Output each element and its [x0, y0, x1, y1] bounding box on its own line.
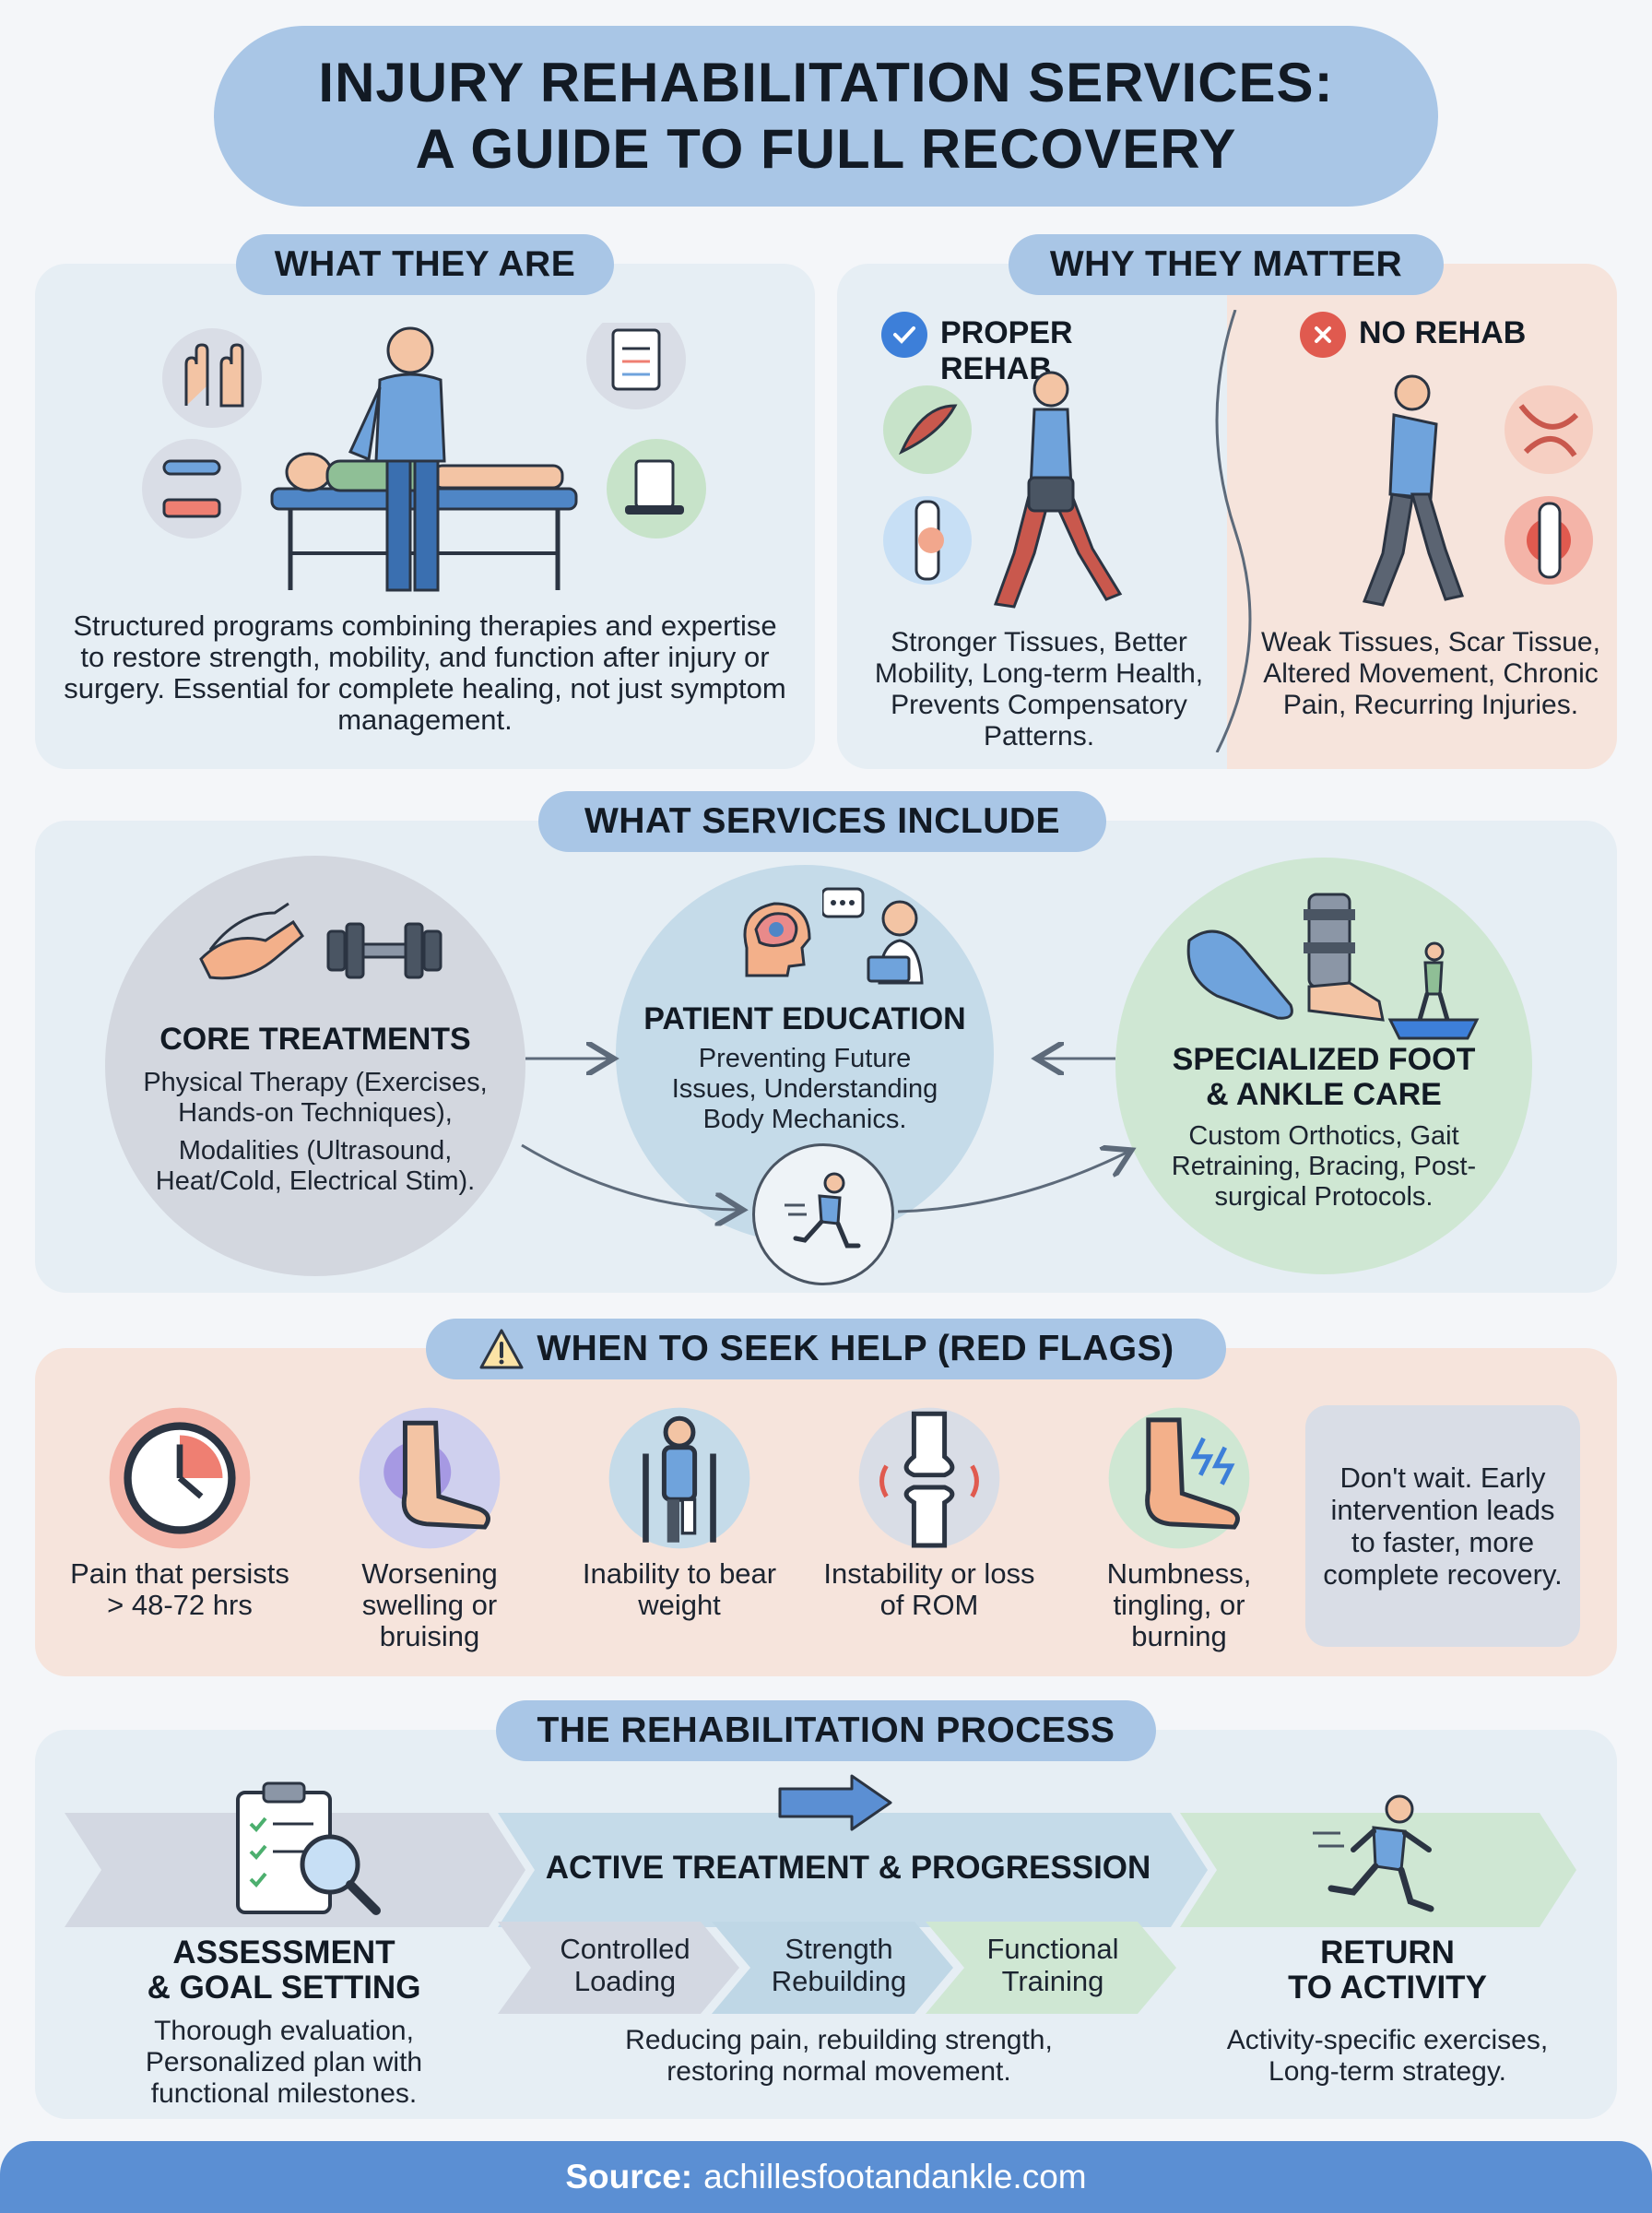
return-description: Activity-specific exercises, Long-term s… [1226, 2025, 1549, 2087]
what-they-are-heading: WHAT THEY ARE [236, 234, 614, 295]
assessment-title-line1: ASSESSMENT [172, 1935, 395, 1970]
dumbbell-icon [326, 922, 442, 979]
patient-education-description: Preventing Future Issues, Understanding … [671, 1044, 938, 1134]
healthy-walking-illustration [883, 371, 1123, 609]
bone-dumbbell-icon [142, 439, 242, 538]
assessment-description: Thorough evaluation, Personalized plan w… [145, 2016, 423, 2109]
cross-icon [1300, 312, 1346, 358]
page-title-line1: INJURY REHABILITATION SERVICES: [318, 52, 1334, 113]
red-flag-label: Inability to bear weight [582, 1557, 777, 1621]
active-substep-label: Controlled Loading [560, 1933, 690, 1997]
exercise-plan-icon [607, 439, 706, 538]
source-footer: Source: achillesfootandankle.com [0, 2141, 1652, 2213]
clock-icon [103, 1402, 256, 1555]
swollen-foot-icon [353, 1402, 506, 1555]
ankle-brace-icon [1304, 893, 1385, 1022]
red-flag-label: Pain that persists > 48-72 hrs [70, 1557, 289, 1621]
page-title-line2: A GUIDE TO FULL RECOVERY [415, 118, 1237, 180]
clipboard-magnifier-icon [236, 1781, 381, 1915]
scar-tissue-icon [1504, 385, 1593, 474]
red-flag-label: Numbness, tingling, or burning [1106, 1557, 1252, 1652]
check-icon [881, 312, 927, 358]
red-flags-heading-pill: WHEN TO SEEK HELP (RED FLAGS) [426, 1319, 1226, 1379]
crutches-icon [603, 1402, 756, 1555]
active-substep-label: Strength Rebuilding [771, 1933, 907, 1997]
early-intervention-note-box: Don't wait. Early intervention leads to … [1305, 1405, 1580, 1647]
why-they-matter-panel [837, 264, 1617, 769]
knee-joint-icon [853, 1402, 1006, 1555]
page-title: INJURY REHABILITATION SERVICES: A GUIDE … [214, 26, 1438, 207]
source-label: Source: [565, 2158, 693, 2195]
why-they-matter-heading: WHY THEY MATTER [1009, 234, 1444, 295]
no-rehab-label: NO REHAB [1359, 315, 1527, 350]
brain-head-icon [743, 902, 811, 977]
red-flag-label: Instability or loss of ROM [823, 1557, 1035, 1621]
early-intervention-note: Don't wait. Early intervention leads to … [1323, 1462, 1563, 1591]
forward-arrow-icon [778, 1774, 892, 1831]
inflamed-knee-icon [1504, 496, 1593, 585]
doctor-laptop-icon [822, 887, 924, 985]
red-flag-label: Worsening swelling or bruising [361, 1557, 498, 1652]
core-treatments-title: CORE TREATMENTS [159, 1022, 471, 1057]
no-rehab-description: Weak Tissues, Scar Tissue, Altered Movem… [1261, 627, 1600, 720]
proper-rehab-label: PROPER REHAB [940, 315, 1073, 386]
active-treatment-description: Reducing pain, rebuilding strength, rest… [625, 2025, 1053, 2087]
patient-education-title: PATIENT EDUCATION [643, 1001, 966, 1036]
tingling-foot-icon [1103, 1402, 1256, 1555]
foot-ankle-title-line2: & ANKLE CARE [1206, 1077, 1442, 1112]
active-treatment-title: ACTIVE TREATMENT & PROGRESSION [545, 1850, 1151, 1886]
therapist-treatment-illustration [142, 323, 706, 592]
healthy-knee-icon [883, 496, 972, 585]
muscle-icon [883, 385, 972, 474]
assessment-title-line2: & GOAL SETTING [147, 1970, 421, 2006]
core-treatments-line1: Physical Therapy (Exercises, Hands-on Te… [143, 1068, 488, 1128]
return-runner-icon [1313, 1794, 1434, 1912]
core-treatments-line2: Modalities (Ultrasound, Heat/Cold, Elect… [155, 1136, 476, 1196]
process-heading: THE REHABILITATION PROCESS [496, 1700, 1156, 1761]
what-they-are-description: Structured programs combining therapies … [64, 609, 786, 736]
return-title-line1: RETURN [1320, 1935, 1455, 1970]
orthotic-insole-icon [1186, 929, 1293, 1020]
active-substep-label: Functional Training [986, 1933, 1119, 1997]
services-flow-arrows [521, 1033, 1143, 1236]
massage-hands-icon [199, 902, 304, 980]
comparison-divider [1215, 310, 1252, 752]
injured-walking-illustration [1362, 374, 1593, 607]
foot-ankle-title-line1: SPECIALIZED FOOT [1172, 1042, 1476, 1077]
hands-icon [162, 328, 262, 428]
active-substeps-chevrons [498, 1922, 1176, 2014]
warning-icon [479, 1329, 524, 1369]
core-treatments-circle [105, 856, 525, 1276]
running-person-badge [752, 1143, 894, 1285]
proper-rehab-description: Stronger Tissues, Better Mobility, Long-… [874, 627, 1204, 751]
clipboard-icon [586, 323, 686, 409]
red-flags-heading: WHEN TO SEEK HELP (RED FLAGS) [537, 1329, 1174, 1368]
running-person-icon [785, 1172, 861, 1249]
foot-ankle-description: Custom Orthotics, Gait Retraining, Braci… [1171, 1121, 1477, 1212]
source-link[interactable]: achillesfootandankle.com [703, 2158, 1087, 2195]
gait-mat-icon [1387, 941, 1480, 1040]
return-title-line2: TO ACTIVITY [1288, 1970, 1487, 2006]
services-heading: WHAT SERVICES INCLUDE [538, 791, 1106, 852]
